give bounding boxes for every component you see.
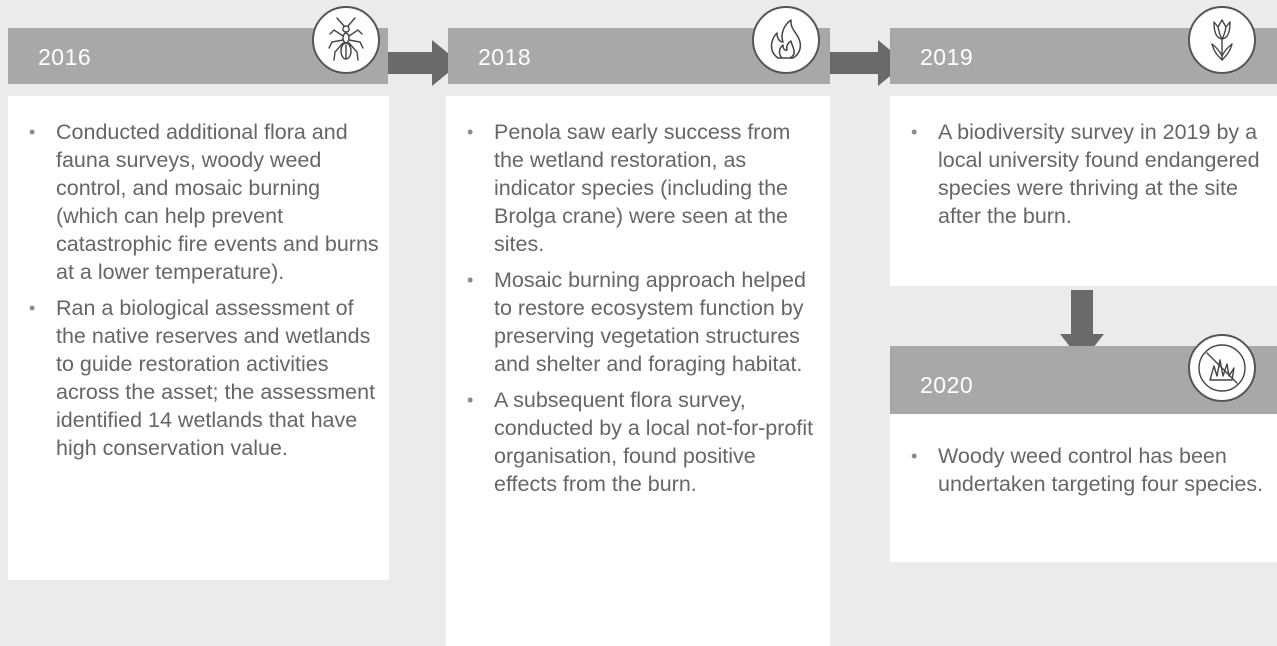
list-item: Conducted additional flora and fauna sur… — [22, 118, 379, 286]
flame-icon — [752, 6, 820, 74]
ant-icon — [312, 6, 380, 74]
list-item: Ran a biological assessment of the nativ… — [22, 294, 379, 462]
bullet-list-2018: Penola saw early success from the wetlan… — [460, 118, 820, 498]
list-item: A subsequent flora survey, conducted by … — [460, 386, 820, 498]
tulip-icon — [1188, 6, 1256, 74]
list-item: A biodiversity survey in 2019 by a local… — [904, 118, 1267, 230]
card-2018: Penola saw early success from the wetlan… — [446, 96, 830, 646]
list-item: Woody weed control has been undertaken t… — [904, 442, 1267, 498]
no-weed-icon — [1188, 334, 1256, 402]
arrow-right-icon — [388, 40, 460, 86]
list-item: Penola saw early success from the wetlan… — [460, 118, 820, 258]
list-item: Mosaic burning approach helped to restor… — [460, 266, 820, 378]
year-label-2019: 2019 — [920, 44, 974, 70]
year-label-2016: 2016 — [38, 44, 92, 70]
card-2020: Woody weed control has been undertaken t… — [890, 414, 1277, 562]
year-label-2018: 2018 — [478, 44, 532, 70]
bullet-list-2019: A biodiversity survey in 2019 by a local… — [904, 118, 1267, 230]
bullet-list-2016: Conducted additional flora and fauna sur… — [22, 118, 379, 462]
card-2019: A biodiversity survey in 2019 by a local… — [890, 96, 1277, 286]
card-2016: Conducted additional flora and fauna sur… — [8, 96, 389, 580]
year-label-2020: 2020 — [920, 372, 974, 398]
bullet-list-2020: Woody weed control has been undertaken t… — [904, 442, 1267, 498]
